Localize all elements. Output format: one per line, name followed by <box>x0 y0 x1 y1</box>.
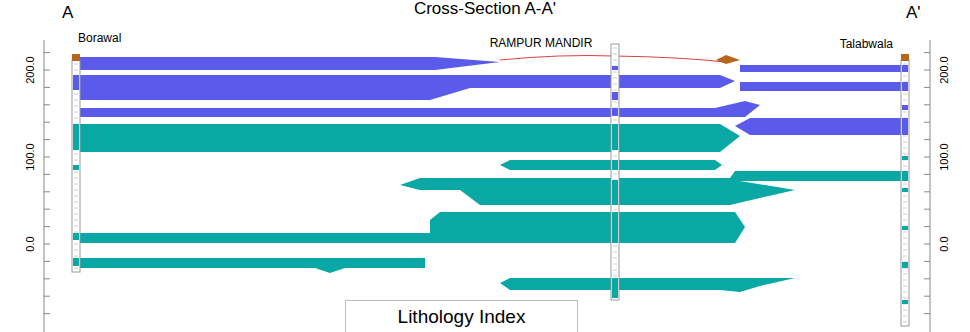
axis-value: 200.0 <box>24 56 36 84</box>
axis-value: 200.0 <box>938 56 950 84</box>
well-name: RAMPUR MANDIR <box>490 37 593 50</box>
well-name: Talabwala <box>840 38 893 51</box>
axis-value: 0.0 <box>938 236 950 251</box>
legend-box: Lithology Index <box>345 300 578 332</box>
axis-value: 0.0 <box>24 236 36 251</box>
section-end-letter: A <box>62 4 73 23</box>
axis-value: 100.0 <box>24 143 36 171</box>
axis-value: 100.0 <box>938 143 950 171</box>
section-title: Cross-Section A-A' <box>414 0 556 19</box>
legend-title: Lithology Index <box>398 306 526 328</box>
well-name: Borawal <box>78 32 121 45</box>
section-end-letter: A' <box>906 4 921 23</box>
